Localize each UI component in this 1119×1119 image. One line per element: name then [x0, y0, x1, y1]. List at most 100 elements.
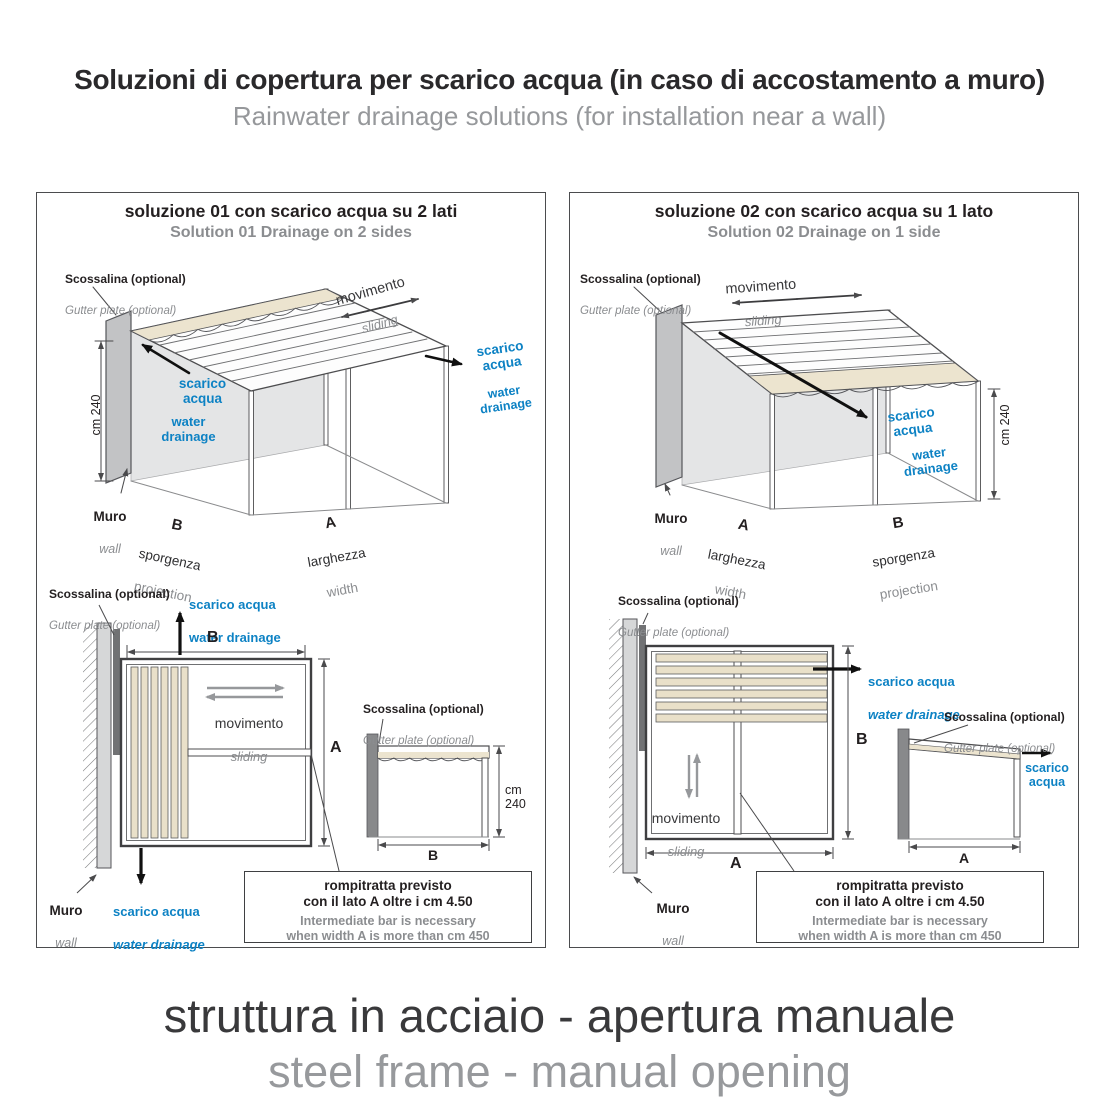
- water-drainage-it: scarico acqua: [189, 597, 276, 613]
- gutter-plate-label-en: Gutter plate (optional): [618, 626, 730, 639]
- ground-lines: [130, 444, 447, 516]
- wall-pointer-line: [633, 876, 653, 894]
- cm240-dimension: [987, 388, 1001, 500]
- dim-a-label: A: [730, 855, 742, 872]
- gutter-plate-label: Scossalina (optional) Gutter plate (opti…: [618, 577, 739, 658]
- sliding-en: sliding: [667, 843, 705, 859]
- dim-b-label: B: [856, 731, 868, 748]
- width-it: larghezza: [706, 546, 768, 573]
- dim-a: A: [736, 515, 751, 535]
- note-it-2: con il lato A oltre i cm 4.50: [303, 894, 473, 910]
- gutter-plate-label-it: Scossalina (optional): [65, 272, 186, 287]
- intermediate-bar: [733, 650, 742, 835]
- note-en-2: when width A is more than cm 450: [286, 929, 490, 944]
- dim-b: B: [891, 513, 905, 533]
- gutter-pointer-line: [98, 604, 115, 636]
- water-drainage-label-it: scarico acqua: [178, 376, 227, 407]
- height-label: cm 240: [505, 783, 526, 812]
- width-dimension-label: A larghezza width: [269, 488, 403, 626]
- water-drainage-en: water drainage: [868, 706, 960, 722]
- roof-slats: [692, 318, 954, 375]
- plan-view: [76, 604, 341, 894]
- wall-strip: [622, 618, 638, 874]
- note-pointer-line: [310, 753, 341, 876]
- sliding-arrows: [685, 753, 701, 799]
- sliding-label: movimento sliding: [709, 258, 815, 350]
- gutter-plate-label-it: Scossalina (optional): [580, 272, 701, 287]
- gutter-plate-label-en: Gutter plate (optional): [580, 304, 692, 317]
- gutter-plate-label-en: Gutter plate (optional): [944, 742, 1056, 755]
- dimension-b: [126, 645, 306, 659]
- sliding-label: movimento sliding: [638, 793, 734, 878]
- intermediate-bar: [187, 748, 312, 757]
- gutter-plate-label-it: Scossalina (optional): [618, 594, 739, 609]
- note-en-1: Intermediate bar is necessary: [812, 914, 988, 929]
- gutter-plate-label-en: Gutter plate (optional): [363, 734, 475, 747]
- page-title: Soluzioni di copertura per scarico acqua…: [74, 64, 1045, 95]
- solution-2-panel: soluzione 02 con scarico acqua su 1 lato…: [569, 192, 1079, 948]
- width-en: width: [325, 580, 360, 601]
- wall-label-it: Muro: [656, 901, 690, 917]
- gutter-plate-label: Scossalina (optional) Gutter plate (opti…: [944, 693, 1065, 774]
- wall-slab: [105, 310, 132, 484]
- water-drainage-label: scarico acqua water drainage: [189, 580, 281, 664]
- fabric-scallops: [377, 757, 490, 762]
- gutter-pointer-line: [633, 286, 663, 314]
- gutter-pointer-line: [92, 286, 117, 316]
- dim-a: A: [323, 513, 338, 533]
- dim-b-label: B: [207, 629, 219, 646]
- sliding-it: movimento: [214, 715, 284, 732]
- page-subtitle: Rainwater drainage solutions (for instal…: [232, 101, 887, 131]
- gutter-plate-label: Scossalina (optional) Gutter plate (opti…: [65, 255, 186, 336]
- note-box: rompitratta previsto con il lato A oltre…: [756, 871, 1044, 943]
- note-en-2: when width A is more than cm 450: [798, 929, 1002, 944]
- dimension-a: [645, 847, 834, 859]
- water-drainage-it: scarico acqua: [113, 904, 200, 920]
- wall-label: Muro wall: [648, 493, 694, 577]
- gutter-plate-label-it: Scossalina (optional): [49, 587, 170, 602]
- sliding-label-it: movimento: [724, 276, 797, 298]
- wall-label: Muro wall: [87, 491, 133, 575]
- gutter-plate-label-it: Scossalina (optional): [363, 702, 484, 717]
- sliding-it: movimento: [651, 810, 721, 827]
- plan-view: [609, 612, 862, 894]
- gutter-plate-label-en: Gutter plate (optional): [65, 304, 177, 317]
- wall-pointer-line: [664, 483, 671, 496]
- wall-pointer-line: [76, 874, 97, 894]
- fabric-strip: [378, 752, 489, 758]
- fabric-scallops: [148, 297, 345, 343]
- projection-en: projection: [878, 578, 939, 603]
- projection-dimension-label: B sporgenza projection: [837, 489, 969, 625]
- water-drainage-label-en: water drainage: [161, 414, 216, 444]
- dimension-a: [908, 841, 1021, 853]
- gutter-plate-label-en: Gutter plate (optional): [49, 619, 161, 632]
- wall-label-it: Muro: [93, 509, 127, 525]
- dimension-b: [842, 645, 854, 840]
- dimension-a: [318, 658, 330, 847]
- water-drainage-arrow-left: [141, 343, 191, 375]
- wall-label: Muro wall: [43, 885, 89, 969]
- gutter-pointer-line: [913, 724, 969, 744]
- iso-view: [633, 286, 1001, 510]
- cm240-dimension: [493, 745, 505, 838]
- dim-a-label: A: [959, 850, 970, 866]
- water-drainage-it: scarico acqua: [868, 674, 955, 690]
- footer-title: struttura in acciaio - apertura manuale: [163, 989, 956, 1042]
- sliding-arrow: [732, 292, 862, 306]
- gutter-plate-label: Scossalina (optional) Gutter plate (opti…: [580, 255, 701, 336]
- gutter-plate-bar: [113, 629, 120, 755]
- height-label: cm 240: [89, 394, 103, 436]
- wall-slab: [655, 304, 683, 488]
- ground-lines: [681, 452, 979, 510]
- height-label: cm 240: [998, 404, 1012, 446]
- wall-label-en: wall: [660, 544, 682, 559]
- gutter-plate-label: Scossalina (optional) Gutter plate (opti…: [363, 685, 484, 766]
- dim-b-label: B: [428, 847, 439, 863]
- gutter-pointer-line: [378, 718, 384, 744]
- solution-2-title: soluzione 02 con scarico acqua su 1 lato: [654, 201, 994, 221]
- wall-label: Muro wall: [650, 883, 696, 967]
- footer-subtitle: steel frame - manual opening: [268, 1046, 851, 1097]
- note-it-1: rompitratta previsto: [324, 878, 452, 893]
- water-drainage-label: scarico acqua: [1025, 761, 1069, 790]
